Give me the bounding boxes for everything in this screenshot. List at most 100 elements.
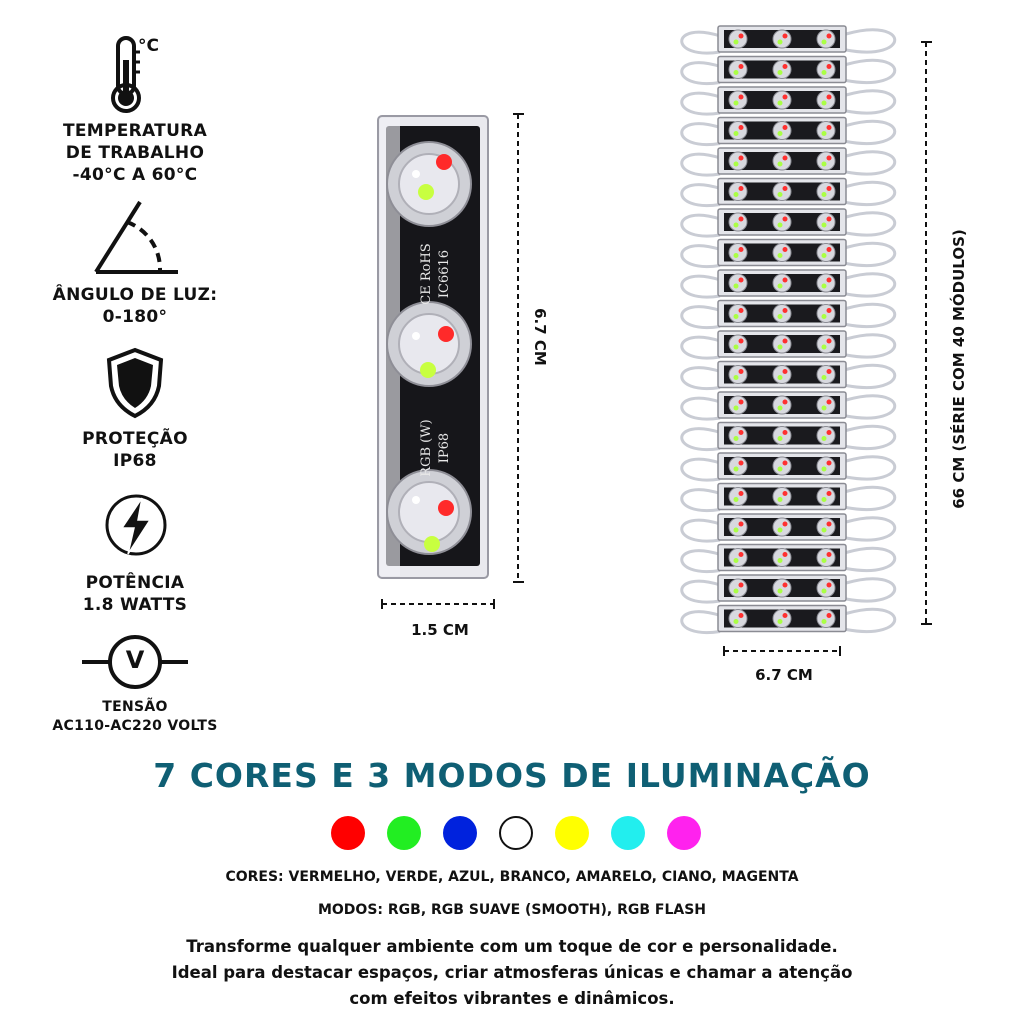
wire-loop-right xyxy=(845,302,897,328)
description-line3: com efeitos vibrantes e dinâmicos. xyxy=(349,989,675,1008)
string-module xyxy=(717,25,847,53)
module-print-bottom: RGB (W) IP68 xyxy=(408,400,462,488)
string-module xyxy=(717,391,847,419)
module-height-label: 6.7 CM xyxy=(531,308,549,366)
power-line1: POTÊNCIA xyxy=(85,573,185,593)
angle-line2: 0-180° xyxy=(102,307,168,327)
string-led xyxy=(772,90,792,110)
wire-loop-right xyxy=(845,28,897,54)
voltage-line1: TENSÃO xyxy=(102,699,168,715)
string-led xyxy=(816,304,836,323)
wire-loop-right xyxy=(845,546,897,572)
string-led xyxy=(772,29,792,49)
voltage-line2: AC110-AC220 VOLTS xyxy=(52,718,218,734)
wire-loop-left xyxy=(680,335,721,360)
string-led xyxy=(728,60,748,79)
module-height-dimension xyxy=(513,113,524,583)
wire-loop-left xyxy=(680,488,721,513)
string-led xyxy=(772,304,792,323)
string-led xyxy=(772,334,792,354)
wire-loop-right xyxy=(845,211,897,237)
wire-loop-right xyxy=(845,119,897,145)
modes-line: MODOS: RGB, RGB SUAVE (SMOOTH), RGB FLAS… xyxy=(317,902,707,918)
wire-loop-left xyxy=(680,91,721,116)
wire-loop-right xyxy=(845,241,897,267)
string-width-label: 6.7 CM xyxy=(755,666,813,684)
wire-loop-left xyxy=(680,152,721,177)
string-module xyxy=(717,116,847,145)
string-led xyxy=(728,578,748,598)
string-led xyxy=(816,609,836,628)
string-led xyxy=(816,517,836,537)
protection-label: PROTEÇÃO IP68 xyxy=(30,428,240,472)
description-line1: Transforme qualquer ambiente com um toqu… xyxy=(186,937,838,956)
voltmeter-letter: V xyxy=(125,646,145,674)
wire-loop-left xyxy=(680,274,721,299)
swatch-yellow xyxy=(555,816,589,850)
temperature-line3: -40°C A 60°C xyxy=(72,165,198,185)
string-module xyxy=(717,208,847,236)
temperature-line1: TEMPERATURA xyxy=(62,121,208,141)
angle-label: ÂNGULO DE LUZ: 0-180° xyxy=(30,284,240,328)
module-width-label: 1.5 CM xyxy=(411,621,469,639)
description: Transforme qualquer ambiente com um toqu… xyxy=(0,934,1024,1012)
string-led xyxy=(772,456,792,476)
string-led xyxy=(772,273,792,293)
string-led xyxy=(772,212,792,232)
wire-loop-left xyxy=(680,30,721,55)
module-print-line2: IC6616 xyxy=(437,249,452,299)
string-led xyxy=(816,212,836,232)
protection-line1: PROTEÇÃO xyxy=(82,429,188,449)
string-led xyxy=(772,578,792,598)
wire-loop-left xyxy=(680,183,721,208)
string-led xyxy=(772,426,792,445)
string-led xyxy=(772,60,792,79)
string-module xyxy=(717,604,847,633)
string-led xyxy=(728,29,748,49)
string-module xyxy=(717,299,847,328)
thermometer-icon xyxy=(111,36,141,113)
string-module xyxy=(717,177,847,206)
string-module xyxy=(717,482,847,511)
led-module: CE RoHS IC6616 RGB (W) IP68 xyxy=(376,114,490,580)
module-string xyxy=(680,25,897,635)
wire-loop-right xyxy=(845,58,897,84)
wire-loop-right xyxy=(845,363,897,389)
wire-loop-left xyxy=(680,366,721,391)
wire-loop-left xyxy=(680,457,721,482)
string-led xyxy=(816,548,836,567)
lightning-icon xyxy=(105,494,167,556)
string-led xyxy=(772,487,792,506)
string-module xyxy=(717,513,847,541)
wire-loop-right xyxy=(845,607,897,633)
wire-loop-right xyxy=(845,577,897,603)
string-module xyxy=(717,269,847,297)
string-led xyxy=(816,334,836,354)
string-led xyxy=(728,487,748,506)
string-led xyxy=(728,243,748,262)
power-label: POTÊNCIA 1.8 WATTS xyxy=(30,572,240,616)
wire-loop-left xyxy=(680,122,721,147)
wire-loop-left xyxy=(680,518,721,543)
string-led xyxy=(816,273,836,293)
string-led xyxy=(772,121,792,140)
wire-loop-left xyxy=(680,305,721,330)
wire-loop-right xyxy=(845,424,897,450)
wire-loop-right xyxy=(845,516,897,542)
wire-loop-left xyxy=(680,579,721,604)
wire-loop-right xyxy=(845,180,897,206)
string-led xyxy=(728,334,748,354)
wire-loop-left xyxy=(680,427,721,452)
string-led xyxy=(728,548,748,567)
string-module xyxy=(717,330,847,358)
wire-loop-left xyxy=(680,244,721,269)
string-led xyxy=(816,365,836,384)
string-width-dimension xyxy=(723,646,841,656)
temperature-label: TEMPERATURA DE TRABALHO -40°C A 60°C xyxy=(30,120,240,186)
module-print-line1: CE RoHS xyxy=(419,243,434,305)
wire-loop-right xyxy=(845,89,897,115)
swatch-magenta xyxy=(667,816,701,850)
string-module xyxy=(717,238,847,267)
wire-loop-left xyxy=(680,396,721,421)
voltmeter-icon xyxy=(82,635,188,689)
